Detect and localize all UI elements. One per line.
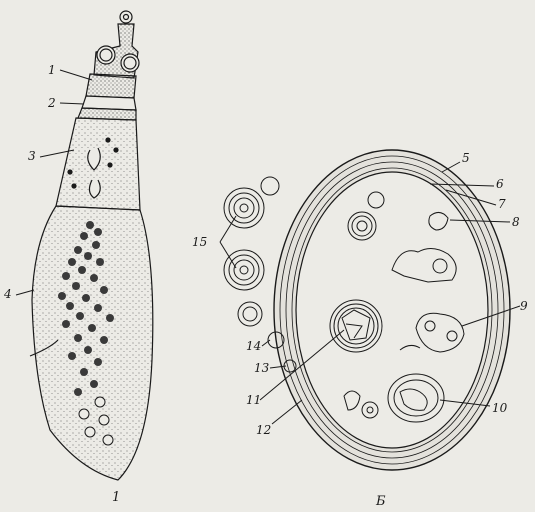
segment-3: [56, 118, 140, 210]
label-14: 14: [246, 340, 261, 352]
brood-capsule: [330, 300, 382, 352]
label-12: 12: [256, 424, 271, 436]
label-5: 5: [462, 152, 470, 164]
cyst-wall: [274, 150, 510, 470]
label-10: 10: [492, 402, 507, 414]
label-13: 13: [254, 362, 269, 374]
label-6: 6: [496, 178, 504, 190]
label-8: 8: [512, 216, 520, 228]
label-15: 15: [192, 236, 207, 248]
label-2: 2: [48, 97, 56, 109]
segment-1: [86, 74, 136, 98]
segment-4: [30, 206, 153, 480]
label-4: 4: [4, 288, 12, 300]
panel-caption-right: Б: [376, 494, 386, 509]
panel-caption-left: 1: [112, 490, 120, 505]
label-7: 7: [498, 198, 506, 210]
vesicle: [388, 374, 444, 422]
scolex: [94, 11, 139, 78]
label-1: 1: [48, 64, 56, 76]
label-11: 11: [246, 394, 261, 406]
label-9: 9: [520, 300, 528, 312]
label-3: 3: [28, 150, 36, 162]
segment-2: [78, 96, 136, 120]
worm-drawing: [30, 11, 153, 480]
